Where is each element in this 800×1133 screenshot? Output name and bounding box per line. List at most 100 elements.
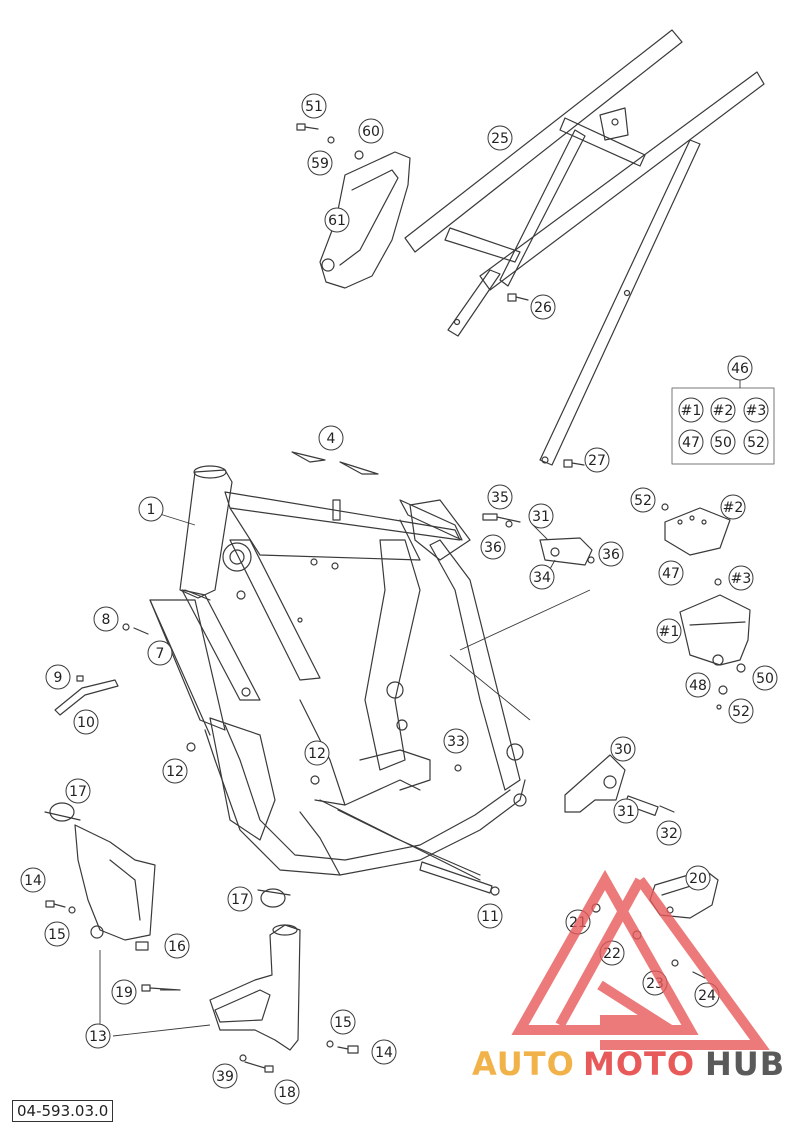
callout-22-label: 22 <box>603 946 621 962</box>
callout-25-label: 25 <box>491 131 509 147</box>
callout-4-circle <box>318 425 344 451</box>
callout-31: 31 <box>613 798 639 824</box>
bolt-27 <box>563 459 585 468</box>
callout-hash-2: #2 <box>720 494 746 520</box>
callout-17-label: 17 <box>231 892 249 908</box>
cover-1 <box>679 594 751 666</box>
callout-35: 35 <box>487 484 513 510</box>
callout-35-label: 35 <box>491 490 509 506</box>
watermark-hub: HUB <box>705 1045 785 1083</box>
bolt-51 <box>296 123 319 131</box>
callout-12: 12 <box>304 740 330 766</box>
bolt-35 <box>482 513 521 523</box>
callout-16-circle <box>164 933 190 959</box>
kit-item-50-label: 50 <box>714 435 732 451</box>
callout-31-label: 31 <box>617 804 635 820</box>
callout-14-circle <box>20 867 46 893</box>
callout-4: 4 <box>318 425 344 451</box>
washer-15b <box>326 1040 334 1048</box>
nut-12a <box>186 742 196 752</box>
callout-31-label: 31 <box>532 509 550 525</box>
washer-36a <box>505 520 513 528</box>
callout-47: 47 <box>658 560 684 586</box>
callout-30-circle <box>610 736 636 762</box>
callout-59-label: 59 <box>311 156 329 172</box>
callout-52-label: 52 <box>634 493 652 509</box>
callout-36: 36 <box>598 541 624 567</box>
callout-32: 32 <box>656 820 682 846</box>
callout-hash-1: #1 <box>656 618 682 644</box>
kit-item-hash-3-circle <box>743 397 769 423</box>
callout-52-label: 52 <box>732 704 750 720</box>
callout-19-circle <box>111 979 137 1005</box>
callout-50: 50 <box>752 665 778 691</box>
callout-17-label: 17 <box>69 784 87 800</box>
watermark-auto: AUTO <box>472 1045 575 1083</box>
callout-50-circle <box>752 665 778 691</box>
callout-35-circle <box>487 484 513 510</box>
callout-36-label: 36 <box>484 540 502 556</box>
callout-14: 14 <box>20 867 46 893</box>
bolt-14a <box>45 900 66 908</box>
subframe <box>404 29 765 466</box>
callout-1-circle <box>138 496 164 522</box>
callout-48-circle <box>685 672 711 698</box>
callout-13-label: 13 <box>89 1029 107 1045</box>
callout-12: 12 <box>162 758 188 784</box>
washer-59 <box>327 136 335 144</box>
screw-52a <box>661 503 669 511</box>
callout-33-circle <box>443 728 469 754</box>
callout-11-circle <box>477 903 503 929</box>
callout-34: 34 <box>529 564 555 590</box>
kit-item-hash-3-label: #3 <box>746 403 767 419</box>
callout-13: 13 <box>85 1023 111 1049</box>
callout-61-circle <box>324 207 350 233</box>
callout-1: 1 <box>138 496 164 522</box>
callout-14-label: 14 <box>24 873 42 889</box>
callout-9-label: 9 <box>54 670 63 686</box>
kit-item-47: 47 <box>678 429 704 455</box>
callout-20: 20 <box>685 865 711 891</box>
callout-8-circle <box>93 606 119 632</box>
callout-7-label: 7 <box>156 646 165 662</box>
callout-10: 10 <box>73 709 99 735</box>
callout-17-circle <box>65 778 91 804</box>
callout-1-label: 1 <box>147 502 156 518</box>
part-number-label: 04-593.03.0 <box>12 1100 114 1122</box>
callout-26-label: 26 <box>534 300 552 316</box>
callout-26-circle <box>530 294 556 320</box>
callout-52-circle <box>728 698 754 724</box>
kit-item-50: 50 <box>710 429 736 455</box>
callout-31-circle <box>528 503 554 529</box>
callout-15-circle <box>330 1009 356 1035</box>
callout-14-circle <box>371 1039 397 1065</box>
callout-30: 30 <box>610 736 636 762</box>
callout-17: 17 <box>65 778 91 804</box>
watermark-logo-icon <box>511 869 770 1050</box>
callout-34-circle <box>529 564 555 590</box>
spacer-16 <box>135 941 149 951</box>
callout-32-label: 32 <box>660 826 678 842</box>
frame-guard-13a <box>74 824 156 941</box>
callout-59: 59 <box>307 150 333 176</box>
callout-19: 19 <box>111 979 137 1005</box>
watermark-moto: MOTO <box>583 1045 695 1083</box>
callout-31: 31 <box>528 503 554 529</box>
callout-14: 14 <box>371 1039 397 1065</box>
callout-59-circle <box>307 150 333 176</box>
callout-9: 9 <box>45 664 71 690</box>
frame-guard-left <box>319 151 411 289</box>
bracket-30 <box>564 754 626 813</box>
kit-item-52-circle <box>743 429 769 455</box>
bolt-7 <box>122 623 149 635</box>
callout-15: 15 <box>44 921 70 947</box>
callout-51-label: 51 <box>305 99 323 115</box>
kit-item-hash-1-circle <box>678 397 704 423</box>
bracket-17a <box>44 802 81 822</box>
callout-15: 15 <box>330 1009 356 1035</box>
callout-17-circle <box>227 886 253 912</box>
kit-item-hash-2: #2 <box>710 397 736 423</box>
clamp-4 <box>291 451 379 475</box>
callout-47-circle <box>658 560 684 586</box>
